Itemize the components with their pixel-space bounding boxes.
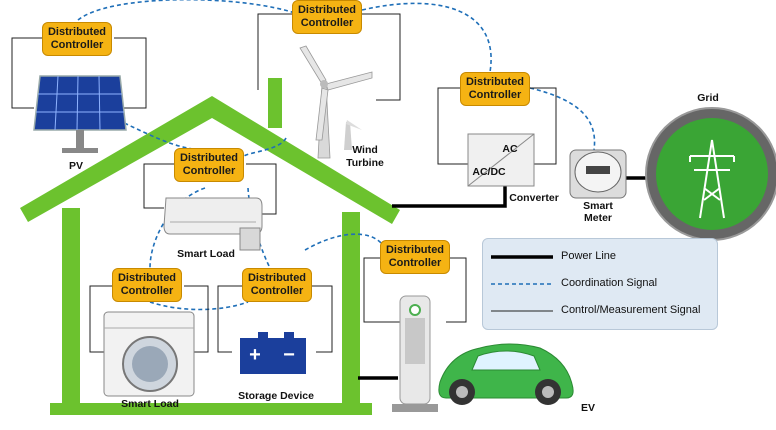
grid-label: Grid bbox=[697, 92, 719, 104]
smart-load-ac-label: Smart Load bbox=[177, 248, 235, 260]
controller-line2: Controller bbox=[468, 89, 522, 101]
controller-line2: Controller bbox=[182, 165, 236, 177]
controller-line2: Controller bbox=[50, 39, 104, 51]
washing-machine-icon bbox=[103, 311, 195, 397]
wind-turbine-icon bbox=[299, 45, 373, 159]
control-lines bbox=[11, 13, 557, 353]
ev-charger-icon bbox=[392, 295, 438, 412]
battery-minus-label: − bbox=[283, 344, 295, 366]
controller-air-conditioner: Distributed Controller bbox=[174, 148, 244, 182]
controller-line2: Controller bbox=[250, 285, 304, 297]
controller-washer: Distributed Controller bbox=[112, 268, 182, 302]
battery-plus-label: + bbox=[249, 344, 261, 366]
controller-line1: Distributed bbox=[247, 272, 307, 284]
pv-label: PV bbox=[68, 160, 83, 172]
legend-coordination-signal: Coordination Signal bbox=[561, 277, 658, 289]
legend: Power Line Coordination Signal Control/M… bbox=[482, 238, 718, 330]
converter-acdc-label: AC/DC bbox=[472, 166, 506, 178]
converter-icon bbox=[467, 133, 535, 187]
controller-line1: Distributed bbox=[385, 244, 445, 256]
controller-line2: Controller bbox=[120, 285, 174, 297]
ev-car-icon bbox=[438, 343, 574, 405]
wind-turbine-label-line2: Turbine bbox=[346, 157, 384, 169]
storage-device-label: Storage Device bbox=[238, 390, 314, 402]
pv-panel-icon bbox=[33, 75, 127, 153]
controller-pv: Distributed Controller bbox=[42, 22, 112, 56]
controller-line1: Distributed bbox=[297, 4, 357, 16]
converter-ac-label: AC bbox=[502, 143, 518, 155]
wind-turbine-label-line1: Wind bbox=[352, 144, 378, 156]
controller-line1: Distributed bbox=[179, 152, 239, 164]
controller-storage: Distributed Controller bbox=[242, 268, 312, 302]
controller-line1: Distributed bbox=[47, 26, 107, 38]
smart-meter-label-line1: Smart bbox=[583, 200, 613, 212]
converter-label: Converter bbox=[509, 192, 559, 204]
smart-meter-label-line2: Meter bbox=[583, 212, 612, 224]
battery-icon bbox=[240, 332, 306, 374]
controller-converter: Distributed Controller bbox=[460, 72, 530, 106]
controller-line1: Distributed bbox=[465, 76, 525, 88]
controller-line1: Distributed bbox=[117, 272, 177, 284]
smart-meter-icon bbox=[569, 149, 627, 199]
legend-power-line: Power Line bbox=[561, 250, 617, 262]
smart-load-washer-label: Smart Load bbox=[121, 398, 179, 410]
legend-control-signal: Control/Measurement Signal bbox=[561, 304, 701, 316]
house-outline bbox=[20, 78, 400, 415]
controller-line2: Controller bbox=[300, 17, 354, 29]
legend-swatches bbox=[491, 255, 553, 312]
grid-icon bbox=[645, 107, 776, 241]
controller-line2: Controller bbox=[388, 257, 442, 269]
air-conditioner-icon bbox=[163, 197, 263, 251]
controller-wind: Distributed Controller bbox=[292, 0, 362, 34]
controller-ev: Distributed Controller bbox=[380, 240, 450, 274]
ev-label: EV bbox=[580, 402, 595, 414]
